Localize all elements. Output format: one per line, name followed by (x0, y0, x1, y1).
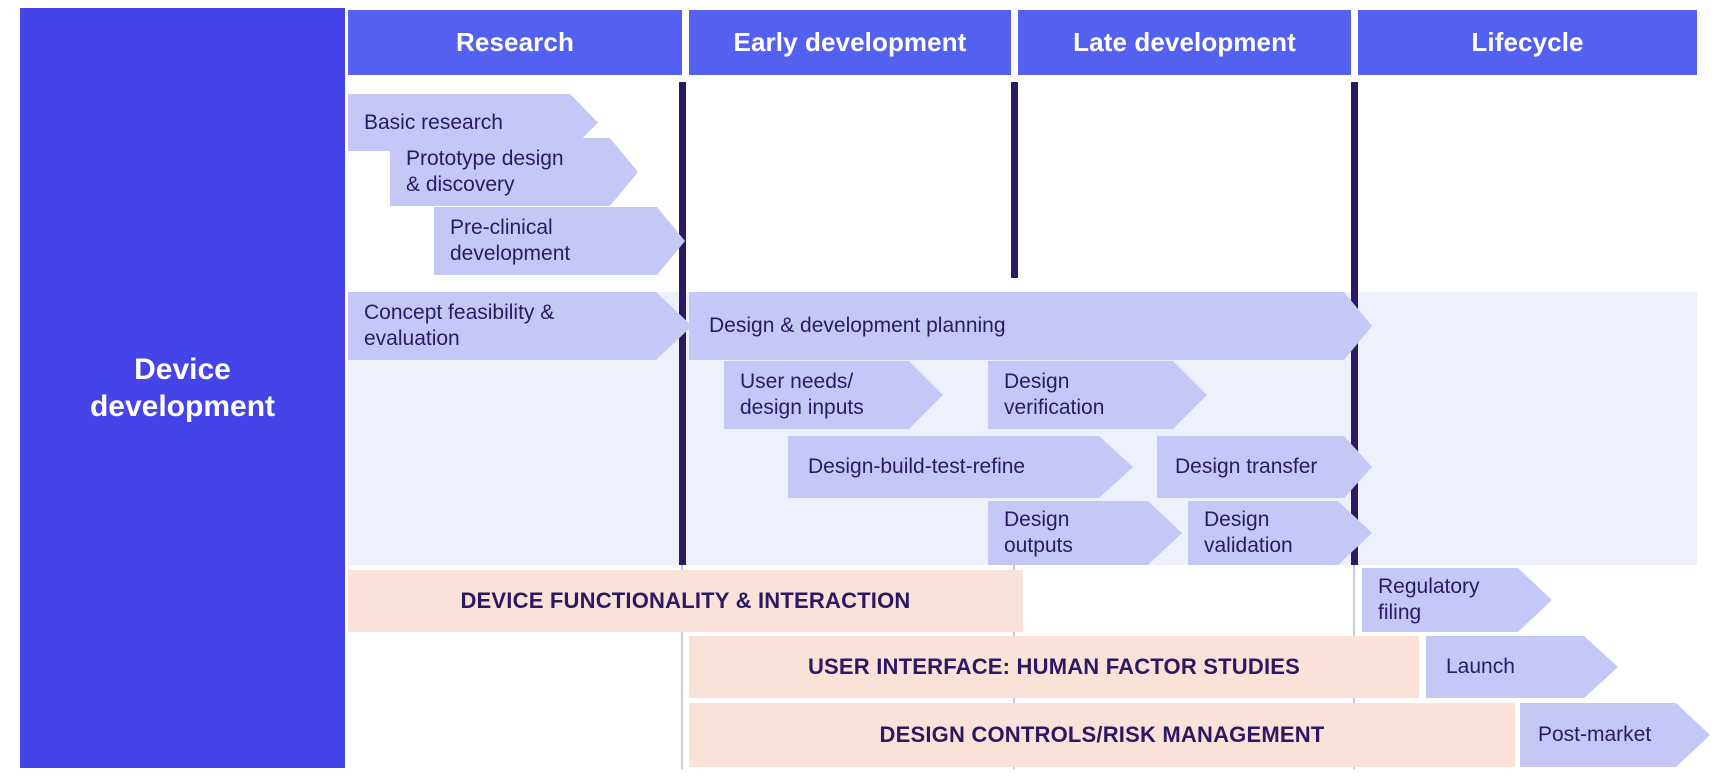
arrow-concept-feasibility[interactable]: Concept feasibility & evaluation (348, 292, 692, 360)
arrow-design-validation[interactable]: Design validation (1188, 501, 1372, 565)
arrow-regulatory-filing[interactable]: Regulatory filing (1362, 568, 1552, 632)
band-user-interface-human-factor-studies[interactable]: USER INTERFACE: HUMAN FACTOR STUDIES (689, 636, 1419, 698)
arrow-label: Design outputs (1004, 508, 1073, 557)
rail-label: Device development (89, 352, 276, 424)
arrow-label: Concept feasibility & evaluation (364, 301, 555, 350)
arrow-label: Post-market (1538, 723, 1652, 747)
band-label: DESIGN CONTROLS/RISK MANAGEMENT (879, 722, 1325, 747)
band-device-functionality[interactable]: DEVICE FUNCTIONALITY & INTERACTION (348, 570, 1023, 632)
column-divider-1-lower (681, 565, 683, 769)
arrow-label: Regulatory filing (1378, 575, 1480, 624)
arrow-label: Design validation (1204, 508, 1293, 557)
arrow-design-verification[interactable]: Design verification (988, 361, 1207, 429)
arrow-prototype-design[interactable]: Prototype design & discovery (390, 138, 638, 206)
arrow-label: User needs/ design inputs (740, 370, 864, 419)
arrow-label: Basic research (364, 110, 503, 134)
band-label: USER INTERFACE: HUMAN FACTOR STUDIES (807, 654, 1301, 679)
phase-header-late-development[interactable]: Late development (1018, 10, 1351, 75)
arrow-launch[interactable]: Launch (1426, 636, 1618, 698)
phase-header-lifecycle[interactable]: Lifecycle (1358, 10, 1697, 75)
phase-header-early-development[interactable]: Early development (689, 10, 1011, 75)
arrow-label: Prototype design & discovery (406, 147, 564, 196)
phase-header-research[interactable]: Research (348, 10, 682, 75)
rail-device-development: Device development (20, 8, 345, 768)
arrow-design-transfer[interactable]: Design transfer (1157, 436, 1372, 498)
arrow-label: Design & development planning (709, 314, 1006, 338)
arrow-label: Design verification (1004, 370, 1105, 419)
band-design-controls-risk-management[interactable]: DESIGN CONTROLS/RISK MANAGEMENT (689, 703, 1515, 767)
arrow-design-build-test-refine[interactable]: Design-build-test-refine (788, 436, 1133, 498)
arrow-label: Launch (1446, 655, 1515, 679)
arrow-design-development-planning[interactable]: Design & development planning (689, 292, 1372, 360)
arrow-label: Design transfer (1175, 455, 1318, 479)
arrow-pre-clinical-development[interactable]: Pre-clinical development (434, 207, 685, 275)
arrow-label: Pre-clinical development (450, 216, 571, 265)
arrow-design-outputs[interactable]: Design outputs (988, 501, 1182, 565)
arrow-user-needs-design-inputs[interactable]: User needs/ design inputs (724, 361, 943, 429)
band-label: DEVICE FUNCTIONALITY & INTERACTION (460, 588, 911, 613)
column-divider-2 (1011, 82, 1018, 278)
arrow-post-market[interactable]: Post-market (1520, 703, 1710, 767)
arrow-label: Design-build-test-refine (808, 455, 1026, 479)
